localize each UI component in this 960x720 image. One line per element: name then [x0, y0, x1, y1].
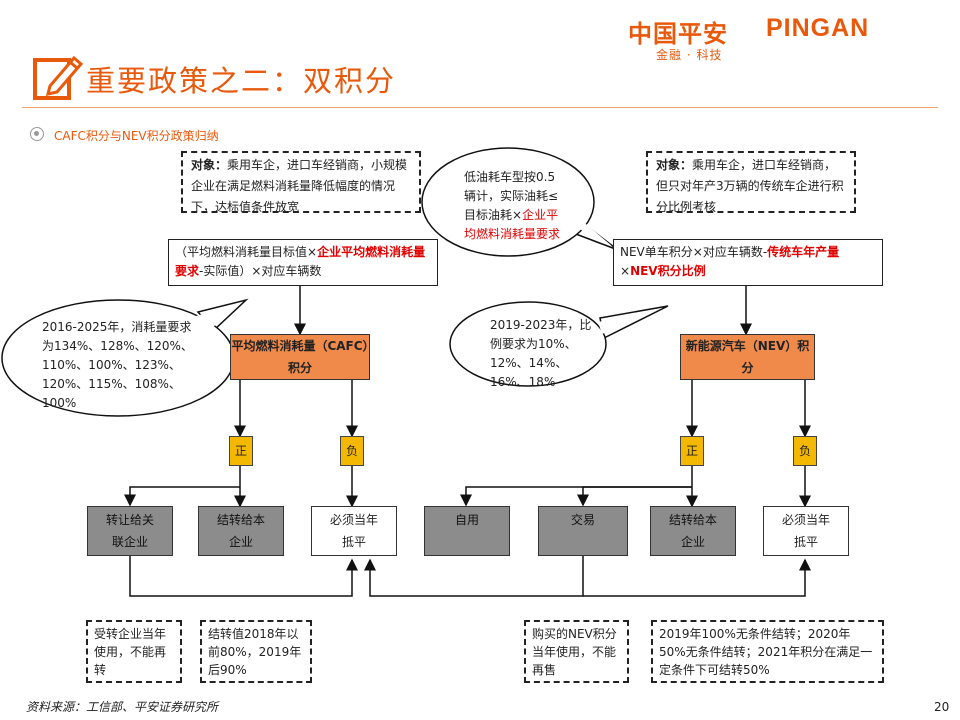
nev-trade-box: 交易 [538, 506, 628, 556]
page-number: 20 [934, 700, 950, 714]
cafc-formula-pre: （平均燃料消耗量目标值× [175, 245, 318, 259]
nev-formula-red2: NEV积分比例 [630, 264, 706, 278]
nev-scope-label: 对象： [656, 158, 693, 172]
nev-formula-red1: 传统车年产量 [767, 245, 840, 259]
cafc-negative-tag: 负 [340, 436, 364, 466]
nev-self-use-box: 自用 [424, 506, 510, 556]
nev-formula-box: NEV单车积分×对应车辆数-传统车年产量 ×NEV积分比例 [613, 239, 883, 286]
cafc-transfer-box: 转让给关联企业 [87, 506, 173, 556]
section-subtitle: CAFC积分与NEV积分政策归纳 [54, 129, 219, 143]
cafc-formula-post: -实际值）×对应车辆数 [199, 264, 322, 278]
nev-main-box: 新能源汽车（NEV）积分 [680, 334, 815, 380]
middle-callout-bubble [421, 147, 619, 257]
nev-scope-text: 乘用车企，进口车经销商，但只对年产3万辆的传统车企进行积分比例考核 [656, 158, 844, 214]
pencil-note-icon [33, 55, 84, 100]
nev-carry-box: 结转给本企业 [650, 506, 736, 556]
nev-scope-box: 对象：乘用车企，进口车经销商，但只对年产3万辆的传统车企进行积分比例考核 [646, 151, 856, 214]
cafc-carry-note: 结转值2018年以前80%，2019年后90% [200, 620, 312, 683]
nev-bubble-text: 2019-2023年，比例要求为10%、12%、14%、16%、18% [490, 318, 592, 389]
logo-en: PINGAN [766, 14, 870, 42]
middle-bubble-text: 低油耗车型按0.5辆计，实际油耗≤目标油耗×企业平均燃料消耗量要求 [464, 168, 564, 244]
middle-bubble-pre: 低油耗车型按0.5辆计，实际油耗≤目标油耗× [464, 170, 559, 222]
cafc-scope-box: 对象：乘用车企，进口车经销商，小规模企业在满足燃料消耗量降低幅度的情况下，达标值… [181, 151, 421, 214]
nev-formula-pre: NEV单车积分×对应车辆数- [620, 245, 768, 259]
cafc-formula-box: （平均燃料消耗量目标值×企业平均燃料消耗量要求-实际值）×对应车辆数 [168, 239, 438, 286]
cafc-formula-red: 企业平均燃料消耗量要求 [175, 245, 426, 278]
middle-bubble-red: 企业平均燃料消耗量要求 [464, 208, 561, 241]
cafc-scope-text: 乘用车企，进口车经销商，小规模企业在满足燃料消耗量降低幅度的情况下，达标值条件放… [191, 158, 408, 214]
source-note: 资料来源：工信部、平安证券研究所 [26, 700, 219, 714]
nev-negative-tag: 负 [793, 436, 817, 466]
nev-offset-box: 必须当年抵平 [763, 506, 849, 556]
logo-cn: 中国平安 [628, 20, 728, 48]
cafc-main-box: 平均燃料消耗量（CAFC）积分 [230, 334, 370, 380]
logo-subtitle: 金融 · 科技 [656, 48, 723, 62]
cafc-positive-tag: 正 [229, 436, 253, 466]
page-title: 重要政策之二：双积分 [86, 64, 397, 98]
cafc-transfer-note: 受转企业当年使用，不能再转 [86, 620, 182, 683]
nev-formula-mid: × [620, 264, 631, 278]
cafc-offset-box: 必须当年抵平 [311, 506, 397, 556]
cafc-carry-box: 结转给本企业 [198, 506, 284, 556]
cafc-scope-label: 对象： [191, 158, 228, 172]
title-divider [22, 107, 938, 108]
nev-trade-note: 购买的NEV积分当年使用，不能再售 [524, 620, 629, 683]
nev-positive-tag: 正 [680, 436, 704, 466]
bullet-icon [30, 127, 44, 141]
right-callout-bubble [449, 301, 669, 387]
nev-carry-note: 2019年100%无条件结转；2020年50%无条件结转；2021年积分在满足一… [651, 620, 884, 683]
cafc-bubble-text: 2016-2025年，消耗量要求为134%、128%、120%、110%、100… [42, 320, 193, 410]
